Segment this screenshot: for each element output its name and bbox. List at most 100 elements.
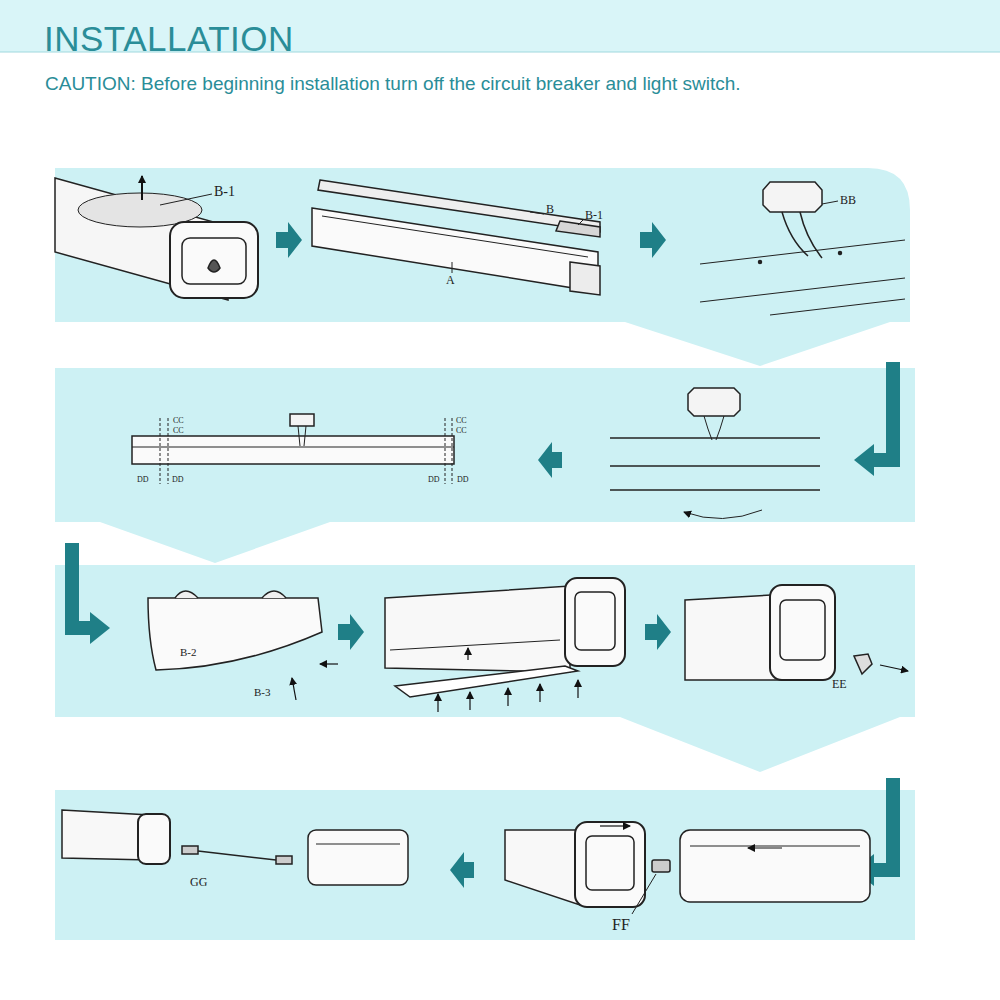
fixture-drawing-part-part	[539, 684, 540, 702]
step-arrows-part	[450, 852, 474, 888]
fixture-drawing-part	[770, 299, 905, 315]
part-label: B-3	[254, 686, 271, 698]
page-title: INSTALLATION	[44, 20, 294, 59]
fixture-drawing-part	[575, 822, 645, 907]
step-panels-part	[55, 368, 915, 563]
fixture-drawing-part	[586, 836, 634, 890]
fixture-drawing-part	[290, 414, 314, 426]
step-arrows-part	[854, 444, 874, 476]
fixture-drawing-part-part	[507, 688, 508, 706]
fixture-drawing-part-part	[452, 418, 453, 484]
fixture-drawing-part	[276, 856, 292, 864]
fixture-drawing-part	[198, 851, 276, 860]
fixture-drawing-part	[600, 825, 630, 826]
step-arrows-part	[645, 614, 671, 650]
fixture-drawing-part	[704, 416, 724, 440]
fixture-drawing-part	[610, 437, 820, 439]
fixture-drawing-part	[770, 585, 835, 680]
fixture-drawing	[55, 176, 908, 914]
fixture-drawing-part	[395, 666, 578, 697]
step-panels-part	[55, 565, 915, 772]
fixture-drawing-part-part	[437, 694, 438, 712]
fixture-drawing-part	[839, 252, 842, 255]
part-label: DD	[457, 476, 469, 485]
fixture-drawing-part	[182, 846, 198, 854]
fixture-drawing-part	[763, 182, 822, 212]
step-panels-part	[55, 168, 910, 366]
part-label: DD	[428, 476, 440, 485]
fixture-drawing-part	[298, 426, 306, 446]
fixture-drawing-part	[680, 830, 870, 902]
part-label: DD	[172, 476, 184, 485]
fixture-drawing-part	[854, 654, 872, 674]
fixture-drawing-part	[308, 830, 408, 885]
step-arrows-part	[872, 778, 893, 870]
fixture-drawing-part	[292, 678, 296, 700]
fixture-drawing-part	[578, 220, 583, 225]
fixture-drawing-part	[138, 814, 170, 864]
step-arrows-part	[338, 614, 364, 650]
part-label: CC	[456, 417, 467, 426]
fixture-drawing-part	[570, 262, 600, 295]
fixture-drawing-part	[780, 600, 825, 660]
part-label: GG	[190, 876, 207, 889]
part-label: A	[446, 274, 455, 287]
fixture-drawing-part	[759, 261, 762, 264]
fixture-drawing-part	[565, 578, 625, 666]
fixture-drawing-part	[390, 640, 560, 650]
fixture-drawing-part	[438, 648, 578, 712]
fixture-drawing-part	[170, 222, 258, 298]
fixture-drawing-part	[312, 208, 598, 292]
fixture-drawing-part-part	[168, 418, 169, 484]
part-label: CC	[173, 417, 184, 426]
part-label: CC	[456, 427, 467, 436]
part-label: B	[546, 203, 554, 216]
step-arrows-part	[90, 612, 110, 644]
fixture-drawing-part	[610, 489, 820, 491]
step-arrows-part	[872, 362, 893, 460]
part-label: B-1	[585, 209, 603, 222]
fixture-drawing-part	[320, 663, 338, 664]
fixture-drawing-part	[132, 436, 454, 464]
fixture-drawing-part	[782, 212, 808, 256]
fixture-drawing-part	[175, 591, 286, 598]
fixture-drawing-part	[822, 201, 838, 204]
fixture-drawing-part-part	[467, 648, 468, 660]
fixture-drawing-part-part	[577, 680, 578, 698]
fixture-drawing-part	[684, 510, 762, 519]
fixture-drawing-part-part	[445, 418, 446, 484]
step-arrows-part	[640, 222, 666, 258]
fixture-drawing-part	[530, 212, 544, 214]
fixture-drawing-part	[316, 844, 400, 845]
fixture-drawing-part	[141, 176, 143, 200]
fixture-drawing-part	[748, 847, 782, 848]
part-label: EE	[832, 678, 847, 691]
caution-note: CAUTION: Before beginning installation t…	[45, 74, 741, 95]
fixture-drawing-part	[652, 860, 670, 872]
fixture-drawing-part	[208, 260, 220, 272]
step-arrows	[72, 222, 893, 888]
fixture-drawing-part	[505, 830, 580, 905]
part-label: B-1	[214, 184, 235, 199]
part-label: B-2	[180, 646, 197, 658]
fixture-drawing-part	[385, 586, 570, 672]
step-panels	[55, 168, 915, 940]
step-arrows-part	[538, 442, 562, 478]
step-arrows-part	[276, 222, 302, 258]
fixture-drawing-part	[160, 194, 212, 205]
fixture-drawing-part	[575, 592, 615, 650]
part-label: BB	[840, 194, 856, 207]
part-label: FF	[612, 916, 630, 934]
fixture-drawing-part	[556, 221, 600, 237]
fixture-drawing-part	[700, 278, 905, 302]
step-arrows-part	[72, 543, 92, 628]
fixture-drawing-part	[148, 598, 322, 670]
part-label: CC	[173, 427, 184, 436]
fixture-drawing-part	[182, 238, 246, 284]
fixture-drawing-part	[62, 810, 150, 860]
fixture-drawing-part-part	[469, 692, 470, 710]
fixture-drawing-part	[322, 216, 588, 257]
fixture-drawing-part	[610, 465, 820, 467]
fixture-drawing-part	[160, 418, 452, 484]
